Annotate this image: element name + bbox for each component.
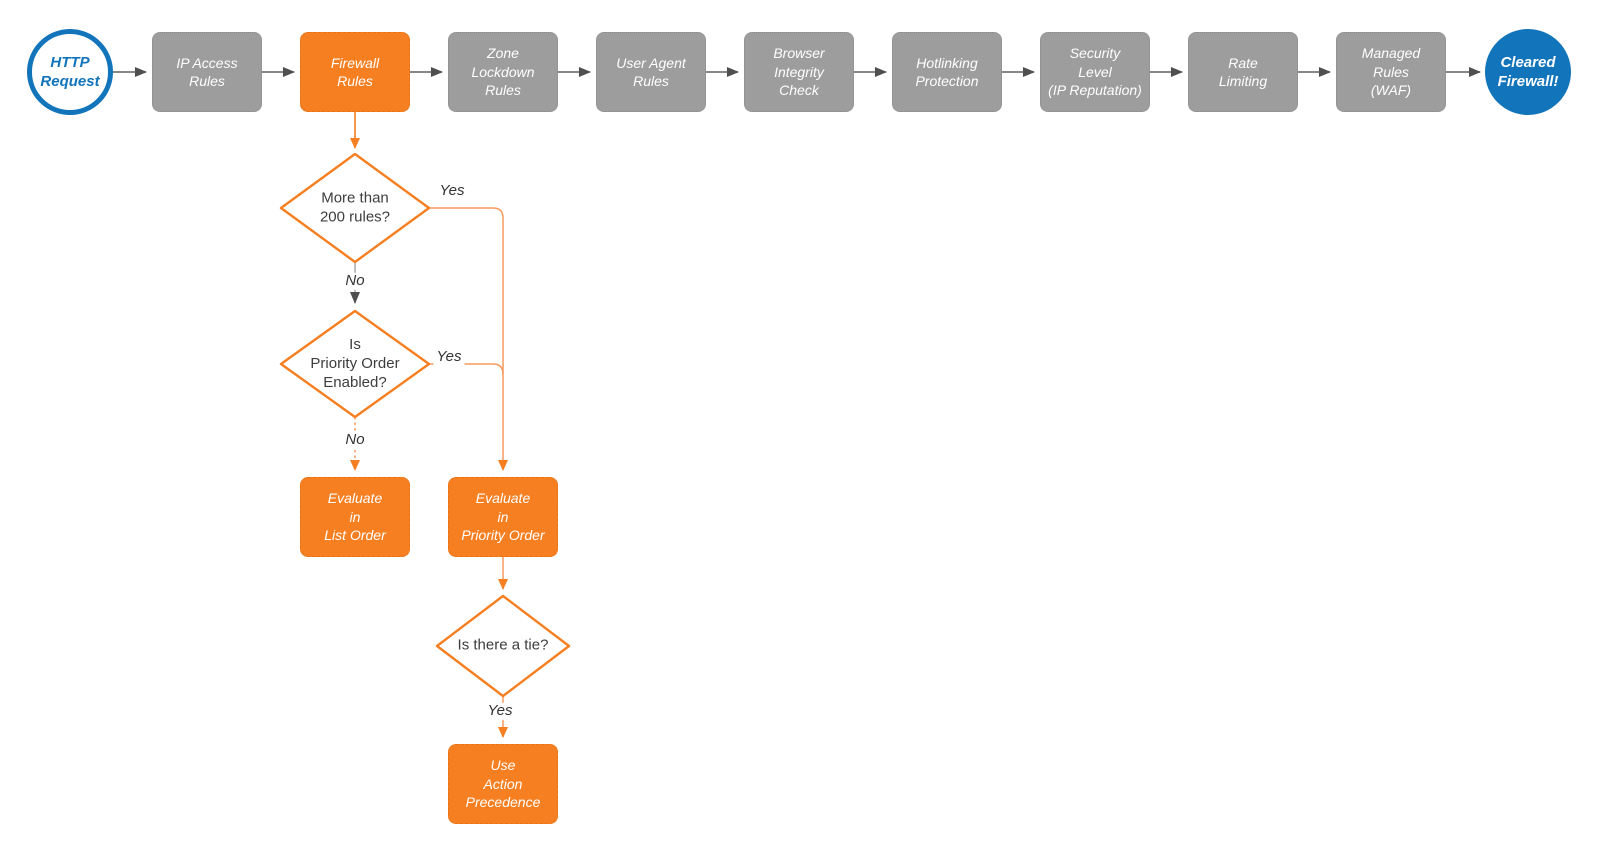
edge-label-yes-3: Yes [484,702,516,720]
action-evaluate-in-list-order: Evaluate in List Order [300,477,410,557]
step-browser-integrity-check: Browser Integrity Check [744,32,854,112]
decision-more-than-200-rules: More than 200 rules? [319,189,391,225]
action-evaluate-in-priority-order: Evaluate in Priority Order [448,477,558,557]
end-node-cleared-firewall: Cleared Firewall! [1485,29,1571,115]
step-ip-access-rules: IP Access Rules [152,32,262,112]
connector-decision1-yes [429,207,508,471]
step-firewall-rules: Firewall Rules [300,32,410,112]
step-managed-rules-waf: Managed Rules (WAF) [1336,32,1446,112]
step-security-level: Security Level (IP Reputation) [1040,32,1150,112]
start-node-http-request: HTTP Request [27,29,113,115]
action-use-action-precedence: Use Action Precedence [448,744,558,824]
edge-label-yes-1: Yes [436,182,468,200]
step-zone-lockdown-rules: Zone Lockdown Rules [448,32,558,112]
edge-label-yes-2: Yes [433,348,465,366]
diamond-shape-priority-enabled [279,309,431,419]
step-rate-limiting: Rate Limiting [1188,32,1298,112]
decision-priority-order-enabled: Is Priority Order Enabled? [310,335,400,391]
connector-decision2-yes [429,363,504,375]
decision-is-there-a-tie: Is there a tie? [457,636,549,654]
step-hotlinking-protection: Hotlinking Protection [892,32,1002,112]
diamond-shape-tie [435,594,571,698]
edge-label-no-2: No [342,431,368,449]
diamond-shape-more-than-200 [279,152,431,264]
edge-label-no-1: No [342,272,368,290]
decision-shapes [279,152,571,698]
step-user-agent-rules: User Agent Rules [596,32,706,112]
